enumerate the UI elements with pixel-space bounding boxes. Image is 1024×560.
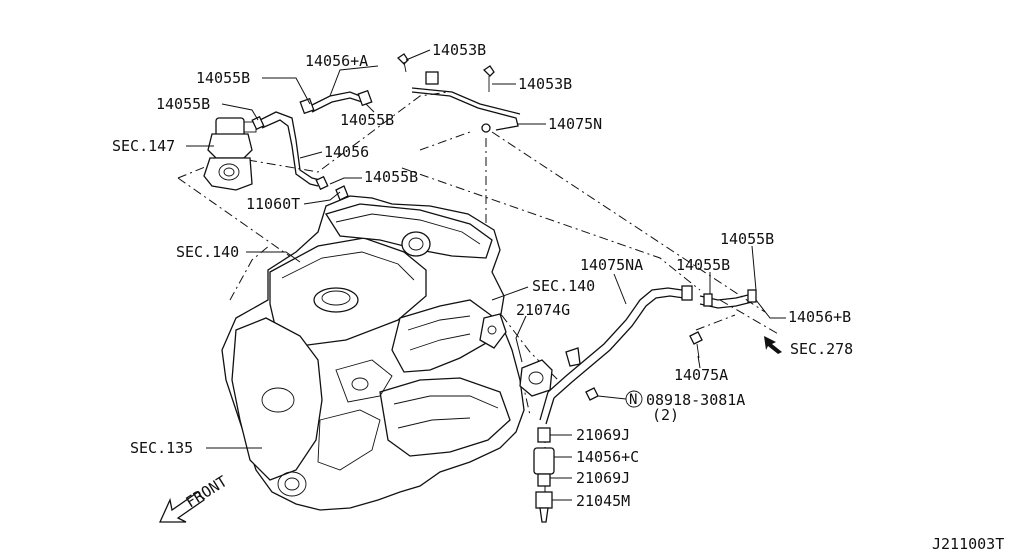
label-14055B-b: 14055B bbox=[156, 95, 210, 113]
label-21069J-a: 21069J bbox=[576, 426, 630, 444]
label-14055B-c: 14055B bbox=[340, 111, 394, 129]
label-14056: 14056 bbox=[324, 143, 369, 161]
gasket bbox=[519, 359, 553, 397]
label-11060T: 11060T bbox=[246, 195, 300, 213]
label-sec278: SEC.278 bbox=[790, 340, 853, 358]
callout-labels: 14053B 14056+A 14055B 14053B 14055B 1405… bbox=[112, 41, 1004, 553]
diagram-code: J211003T bbox=[932, 535, 1004, 553]
label-front: FRONT bbox=[183, 472, 231, 511]
label-14075N: 14075N bbox=[548, 115, 602, 133]
side-coolant-pipe bbox=[539, 285, 757, 425]
label-14053B-mid: 14053B bbox=[518, 75, 572, 93]
label-quantity: (2) bbox=[652, 406, 679, 424]
label-sec140-right: SEC.140 bbox=[532, 277, 595, 295]
label-21074G: 21074G bbox=[516, 301, 570, 319]
label-21045M: 21045M bbox=[576, 492, 630, 510]
front-arrow bbox=[158, 491, 205, 523]
label-sec135: SEC.135 bbox=[130, 439, 193, 457]
label-14056-plus-a: 14056+A bbox=[305, 52, 368, 70]
label-14055B-e: 14055B bbox=[720, 230, 774, 248]
label-sec147: SEC.147 bbox=[112, 137, 175, 155]
label-08918-3081A: 08918-3081A bbox=[646, 391, 745, 409]
label-14075A: 14075A bbox=[674, 366, 728, 384]
upper-coolant-pipes bbox=[251, 71, 521, 191]
label-14056-plus-b: 14056+B bbox=[788, 308, 851, 326]
label-14056-plus-c: 14056+C bbox=[576, 448, 639, 466]
engine-assembly bbox=[221, 195, 525, 511]
label-nut-symbol: N bbox=[629, 392, 637, 408]
label-14055B-d: 14055B bbox=[364, 168, 418, 186]
label-14055B-a: 14055B bbox=[196, 69, 250, 87]
fitting-stack bbox=[533, 427, 555, 523]
label-14075NA: 14075NA bbox=[580, 256, 643, 274]
label-sec140-left: SEC.140 bbox=[176, 243, 239, 261]
egr-valve bbox=[203, 117, 257, 191]
label-21069J-b: 21069J bbox=[576, 469, 630, 487]
leader-lines bbox=[186, 49, 786, 501]
sec278-arrow bbox=[764, 336, 782, 354]
label-14055B-f: 14055B bbox=[676, 256, 730, 274]
label-14053B-top: 14053B bbox=[432, 41, 486, 59]
